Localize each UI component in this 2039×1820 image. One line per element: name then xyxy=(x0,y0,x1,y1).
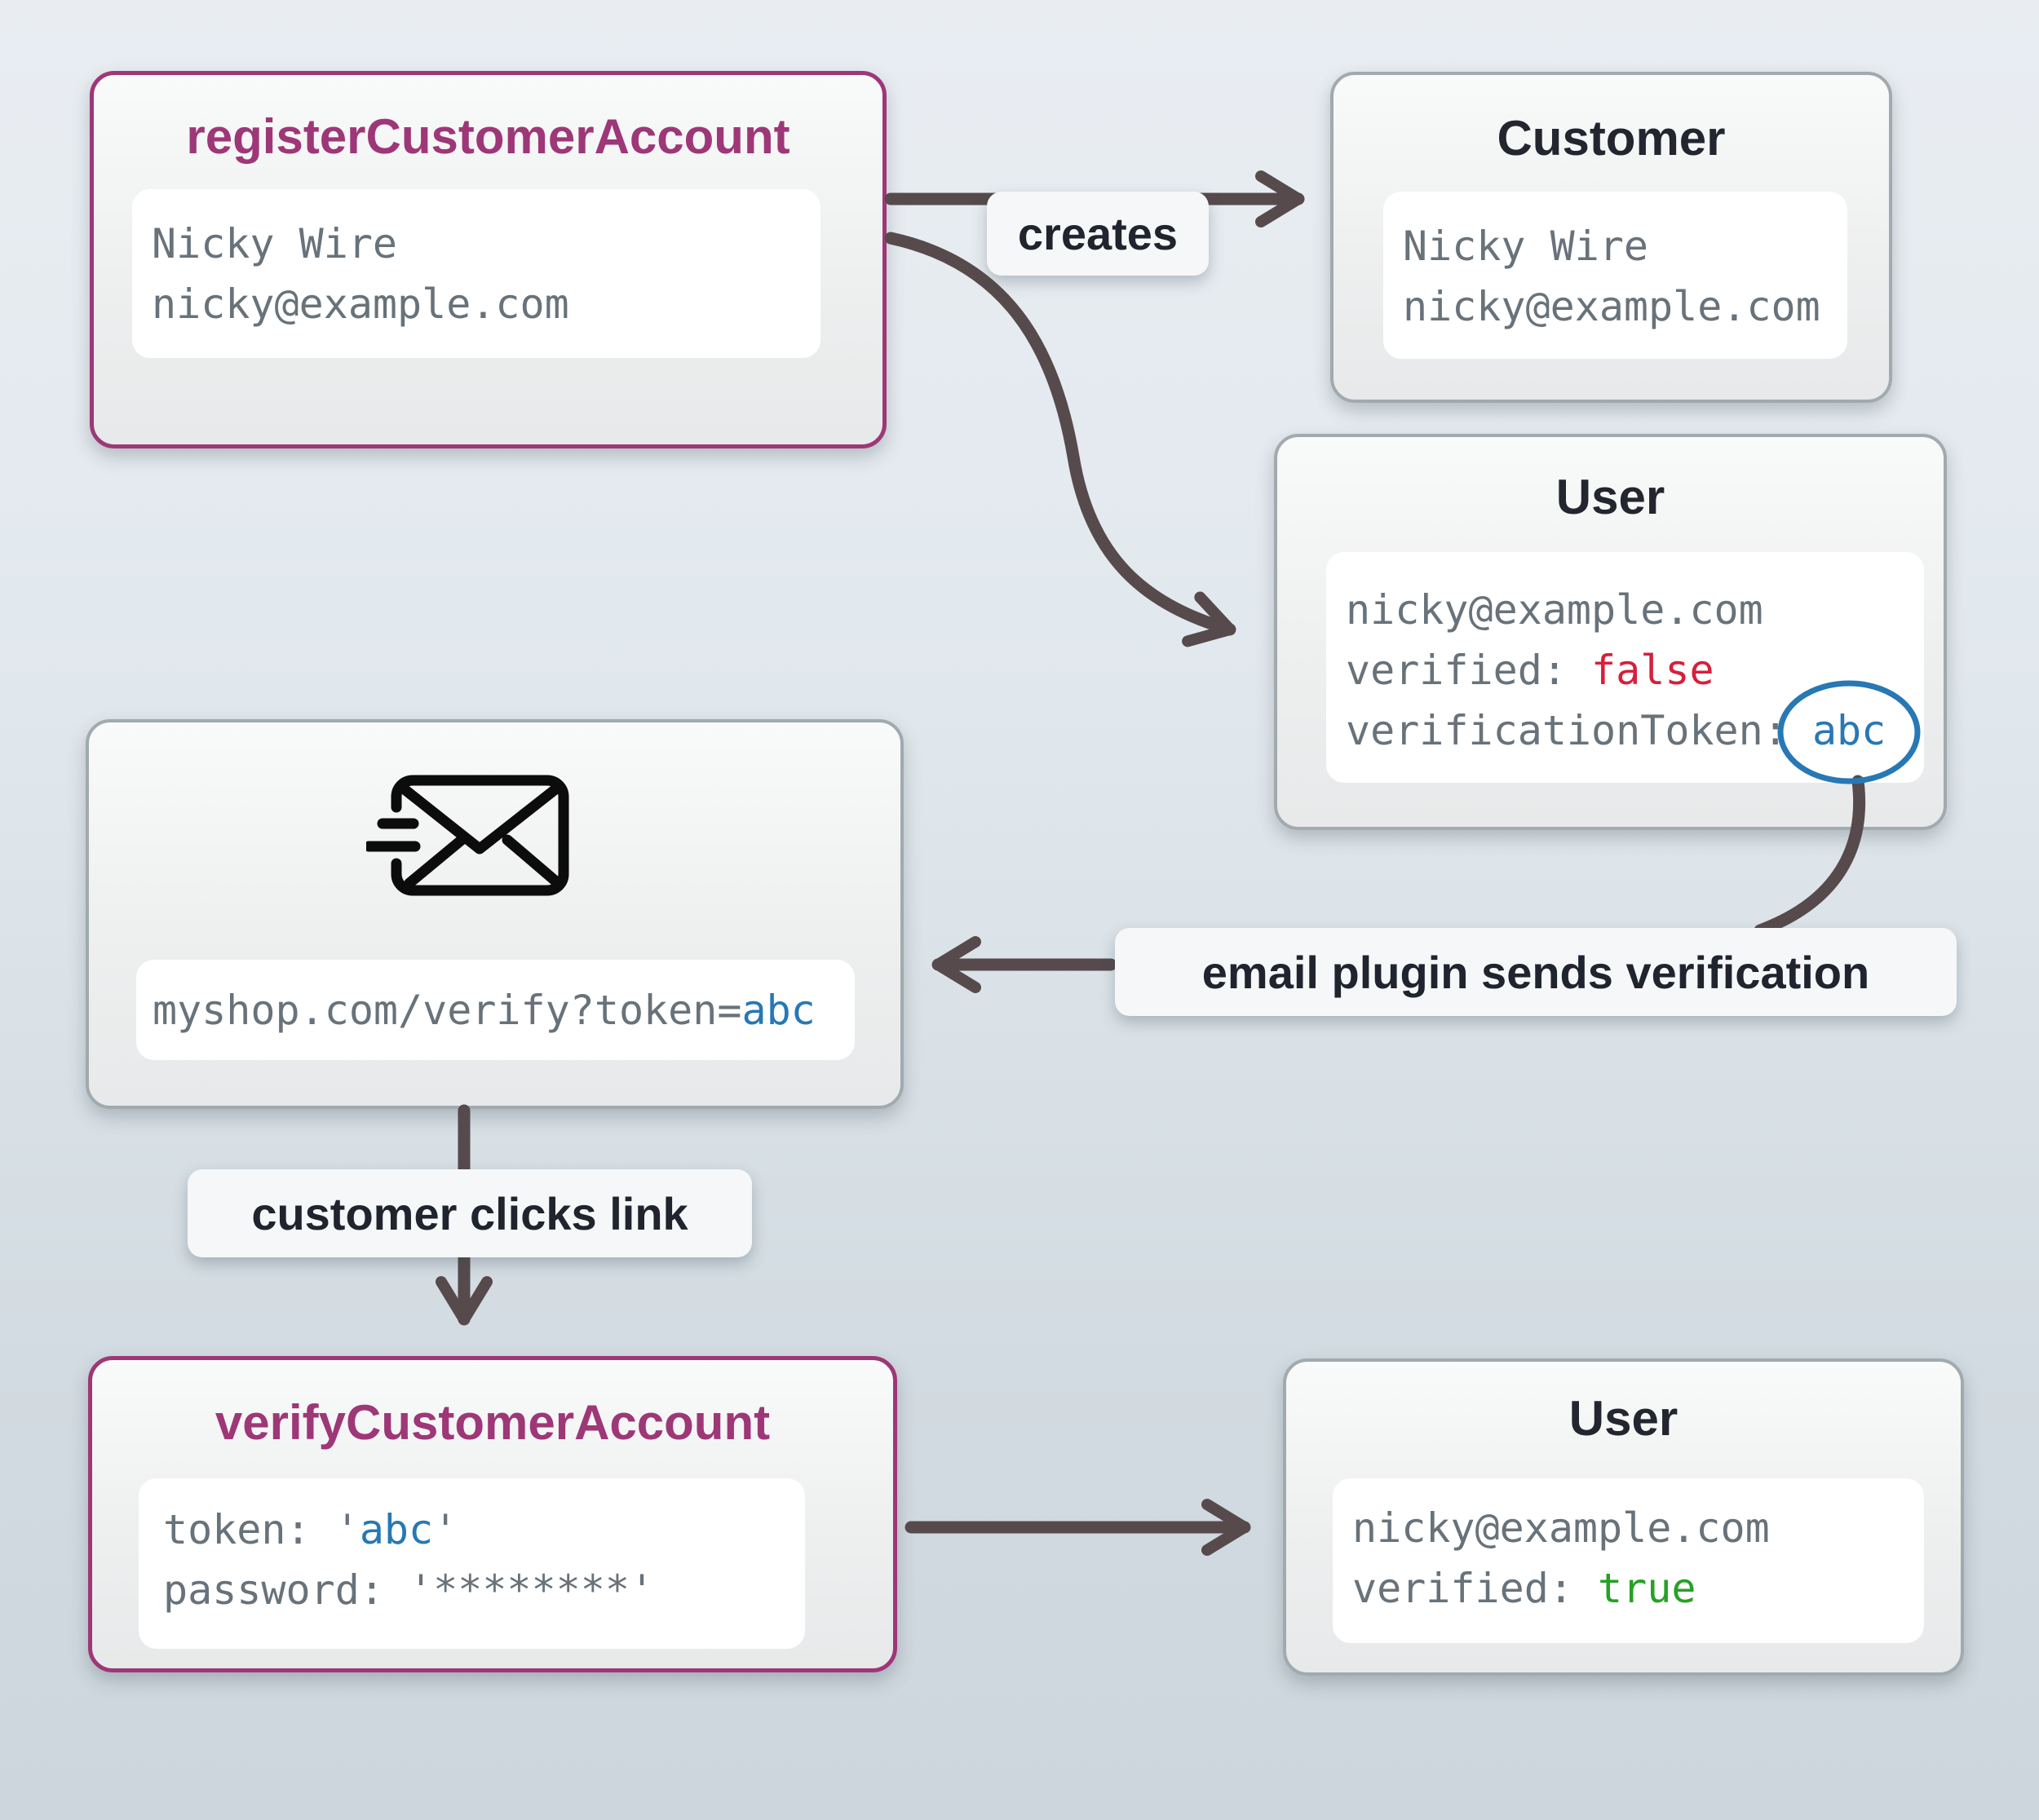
user-unverified-node: User nicky@example.com verified: false v… xyxy=(1274,434,1947,830)
email-node-url-bar: myshop.com/verify?token=abc xyxy=(136,960,855,1060)
verified-value-true: true xyxy=(1598,1565,1696,1612)
edge-register-to-user xyxy=(884,232,1236,647)
customer-clicks-edge-label: customer clicks link xyxy=(188,1169,752,1257)
verify-url-token: abc xyxy=(741,986,816,1034)
user-unverified-email-line: nicky@example.com xyxy=(1346,586,1763,634)
email-node: myshop.com/verify?token=abc xyxy=(86,719,904,1109)
customer-name-line: Nicky Wire xyxy=(1403,223,1649,270)
user-verified-body: nicky@example.com verified: true xyxy=(1333,1478,1924,1643)
register-email-line: nicky@example.com xyxy=(152,281,569,328)
register-node-title: registerCustomerAccount xyxy=(186,109,790,164)
verify-token-line: token: 'abc' xyxy=(163,1500,805,1560)
user-verified-email-line: nicky@example.com xyxy=(1352,1504,1770,1552)
register-name-line: Nicky Wire xyxy=(152,220,398,267)
creates-edge-label: creates xyxy=(987,192,1209,276)
customer-node-title: Customer xyxy=(1497,111,1726,166)
user-unverified-token-line: verificationToken: abc xyxy=(1346,700,1924,761)
customer-node: Customer Nicky Wire nicky@example.com xyxy=(1330,72,1892,403)
user-unverified-body: nicky@example.com verified: false verifi… xyxy=(1326,552,1924,783)
verified-label: verified: xyxy=(1346,647,1592,694)
verify-token-value: abc xyxy=(359,1506,434,1553)
register-node-body: Nicky Wire nicky@example.com xyxy=(132,189,820,358)
verification-token-value: abc xyxy=(1811,707,1886,754)
verify-url-label: myshop.com/verify?token= xyxy=(153,986,742,1034)
user-unverified-title: User xyxy=(1555,470,1665,524)
verify-node-body: token: 'abc' password: '********' xyxy=(139,1478,805,1649)
email-plugin-edge-label: email plugin sends verification xyxy=(1115,928,1957,1016)
customer-node-body: Nicky Wire nicky@example.com xyxy=(1383,192,1847,359)
verified-value-false: false xyxy=(1591,647,1714,694)
user-unverified-verified-line: verified: false xyxy=(1346,640,1924,700)
speeding-envelope-icon xyxy=(366,775,569,896)
verify-node-title: verifyCustomerAccount xyxy=(215,1395,771,1450)
verify-url-line: myshop.com/verify?token=abc xyxy=(153,980,816,1040)
verification-token-label: verificationToken: xyxy=(1346,707,1812,754)
user-verified-verified-line: verified: true xyxy=(1352,1558,1924,1619)
user-verified-title: User xyxy=(1568,1391,1679,1446)
verify-token-close-quote: ' xyxy=(433,1506,458,1553)
verify-token-label: token: ' xyxy=(163,1506,360,1553)
verified-label-2: verified: xyxy=(1352,1565,1599,1612)
register-customer-account-node: registerCustomerAccount Nicky Wire nicky… xyxy=(90,71,887,448)
verify-customer-account-node: verifyCustomerAccount token: 'abc' passw… xyxy=(88,1356,897,1672)
verify-password-line: password: '********' xyxy=(163,1566,655,1614)
user-verified-node: User nicky@example.com verified: true xyxy=(1283,1358,1964,1676)
customer-email-line: nicky@example.com xyxy=(1403,283,1820,330)
